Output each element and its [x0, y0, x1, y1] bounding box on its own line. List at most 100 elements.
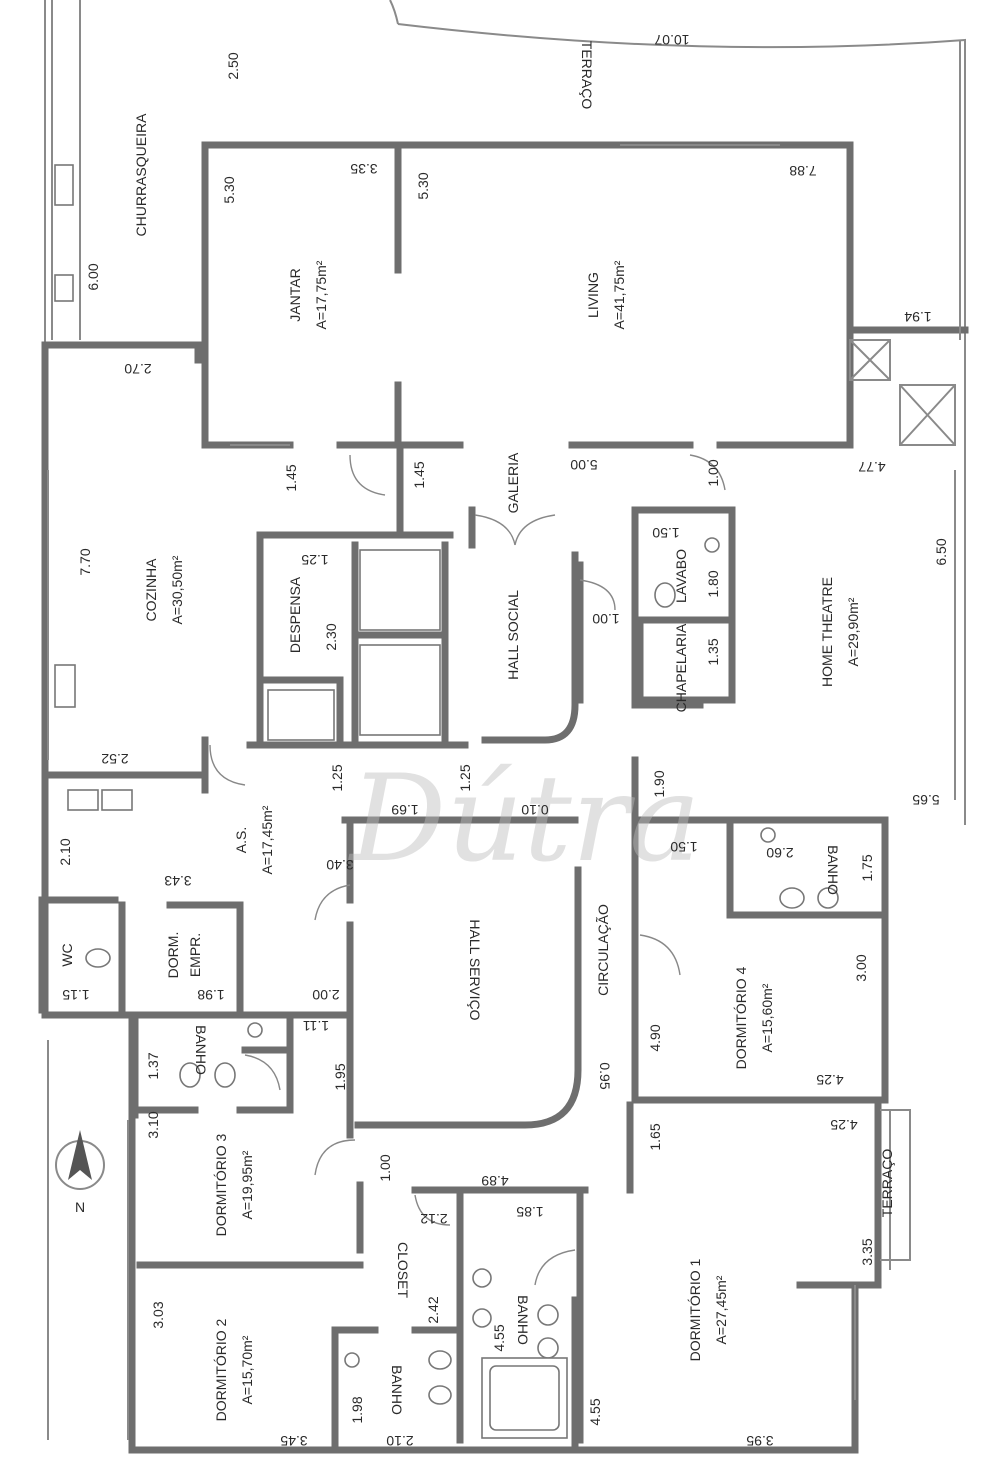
room-living: LIVING	[585, 272, 601, 318]
room-jantar-area: A=17,75m²	[313, 260, 329, 329]
room-living-area: A=41,75m²	[611, 260, 627, 329]
dim-label: 3.45	[280, 1433, 307, 1449]
room-as: A.S.	[233, 827, 249, 853]
dim-label: 3.43	[164, 873, 191, 889]
dim-label: 1.65	[647, 1123, 663, 1150]
dim-label: 3.40	[326, 857, 353, 873]
dim-label: 2.70	[124, 361, 151, 377]
dim-label: 1.25	[301, 552, 328, 568]
dim-label: 2.10	[57, 838, 73, 865]
dim-label: 4.25	[816, 1072, 843, 1088]
room-as-area: A=17,45m²	[259, 805, 275, 874]
dim-label: 2.10	[386, 1433, 413, 1449]
dim-label: 3.10	[145, 1111, 161, 1138]
room-terraco-small: TERRAÇO	[879, 1149, 895, 1218]
dim-label: 1.50	[670, 839, 697, 855]
dim-label: 7.70	[77, 548, 93, 575]
room-dormitorio-2: DORMITÓRIO 2	[213, 1318, 229, 1421]
dim-label: 2.50	[225, 52, 241, 79]
room-dormitorio-2-area: A=15,70m²	[239, 1335, 255, 1404]
dim-label: 1.35	[705, 638, 721, 665]
dim-label: 2.42	[425, 1296, 441, 1323]
dim-label: 1.11	[303, 1018, 329, 1034]
room-home-theatre-area: A=29,90m²	[845, 597, 861, 666]
room-cozinha-area: A=30,50m²	[169, 555, 185, 624]
room-dormitorio-3-area: A=19,95m²	[239, 1150, 255, 1219]
dim-label: 4.89	[481, 1173, 508, 1189]
dim-label: 5.65	[912, 792, 939, 808]
room-terraco-top: TERRAÇO	[579, 41, 595, 110]
dim-label: 1.25	[457, 764, 473, 791]
dim-label: 1.15	[62, 987, 89, 1003]
room-dormitorio-4-area: A=15,60m²	[759, 983, 775, 1052]
dim-label: 0.10	[521, 802, 548, 818]
dim-label: 1.25	[329, 764, 345, 791]
dim-label: 3.00	[853, 954, 869, 981]
shafts	[267, 339, 956, 741]
watermark-logo: Dútra	[348, 750, 701, 889]
dim-label: 4.25	[830, 1117, 857, 1133]
dim-label: 2.00	[312, 987, 339, 1003]
room-banho-4: BANHO	[825, 845, 841, 895]
dim-label: 5.00	[570, 457, 597, 473]
room-dormitorio-4: DORMITÓRIO 4	[733, 966, 749, 1069]
dim-label: 1.00	[705, 459, 721, 486]
dim-label: 1.94	[904, 309, 931, 325]
room-dorm-empr-2: EMPR.	[187, 933, 203, 977]
north-compass-icon: N	[55, 1130, 105, 1215]
dim-label: 1.45	[411, 461, 427, 488]
room-dormitorio-1: DORMITÓRIO 1	[687, 1258, 703, 1361]
room-banho-3: BANHO	[193, 1025, 209, 1075]
dim-label: 1.69	[391, 802, 418, 818]
dim-label: 1.80	[705, 570, 721, 597]
dim-label: 1.98	[197, 987, 224, 1003]
dim-label: 4.55	[587, 1398, 603, 1425]
room-cozinha: COZINHA	[143, 558, 159, 622]
dim-label: 0.95	[597, 1062, 613, 1089]
room-home-theatre: HOME THEATRE	[819, 577, 835, 687]
room-wc: WC	[59, 943, 75, 966]
dim-label: 3.95	[746, 1433, 773, 1449]
room-lavabo: LAVABO	[673, 549, 689, 603]
dimension-labels: 10.07 2.50 3.35 5.30 5.30 7.88 6.00 1.94…	[57, 32, 949, 1449]
dim-label: 1.45	[283, 464, 299, 491]
room-labels: TERRAÇO CHURRASQUEIRA JANTAR A=17,75m² L…	[59, 41, 895, 1422]
room-despensa: DESPENSA	[287, 576, 303, 653]
dim-label: 4.77	[858, 459, 885, 475]
room-galeria: GALERIA	[505, 452, 521, 513]
room-banho-1: BANHO	[515, 1295, 531, 1345]
dim-label: 1.90	[651, 770, 667, 797]
dim-label: 4.55	[491, 1324, 507, 1351]
dim-label: 5.30	[415, 172, 431, 199]
room-jantar: JANTAR	[287, 268, 303, 321]
dim-label: 1.95	[332, 1063, 348, 1090]
dim-label: 1.00	[377, 1154, 393, 1181]
dim-label: 1.50	[652, 525, 679, 541]
dim-label: 3.35	[859, 1238, 875, 1265]
windows	[47, 40, 961, 1440]
room-churrasqueira: CHURRASQUEIRA	[133, 113, 149, 237]
room-hall-social: HALL SOCIAL	[505, 590, 521, 680]
dim-label: 6.50	[933, 538, 949, 565]
dim-label: 4.90	[647, 1024, 663, 1051]
dim-label: 3.03	[150, 1301, 166, 1328]
room-banho-2: BANHO	[389, 1365, 405, 1415]
dim-label: 2.52	[101, 751, 128, 767]
dim-label: 2.30	[323, 623, 339, 650]
dim-label: 1.98	[349, 1396, 365, 1423]
doors	[209, 454, 726, 1286]
room-circulacao: CIRCULAÇÃO	[595, 904, 611, 996]
room-closet: CLOSET	[395, 1242, 411, 1298]
dim-label: 7.88	[789, 163, 816, 179]
exterior-walls	[41, 0, 966, 1454]
room-chapelaria: CHAPELARIA	[673, 623, 689, 712]
dim-label: 2.60	[766, 845, 793, 861]
dim-label: 2.12	[420, 1211, 447, 1227]
dim-label: 10.07	[654, 32, 689, 48]
room-hall-servico: HALL SERVIÇO	[467, 919, 483, 1020]
room-dorm-empr: DORM.	[165, 932, 181, 979]
room-dormitorio-1-area: A=27,45m²	[713, 1275, 729, 1344]
dim-label: 1.75	[859, 854, 875, 881]
compass-label: N	[75, 1199, 85, 1215]
